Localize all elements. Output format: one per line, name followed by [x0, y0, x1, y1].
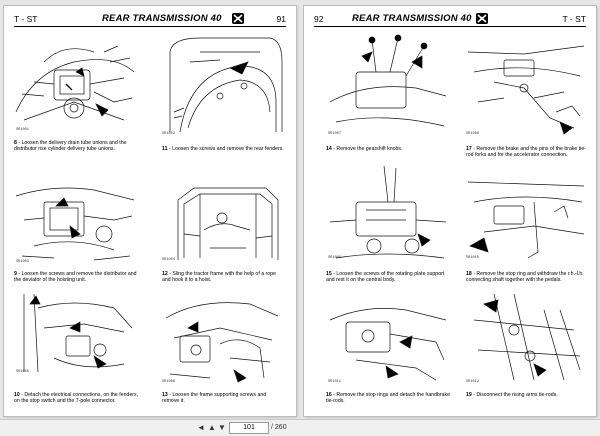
page-number: 92	[314, 14, 324, 24]
step-number: 16	[326, 392, 332, 398]
figure-illustration: SR1009	[326, 162, 450, 264]
figure-tag: SR1004	[162, 258, 175, 262]
step-number: 14	[326, 146, 332, 152]
step-text: - Loosen the screws and remove the distr…	[14, 271, 137, 284]
page-header: T - ST REAR TRANSMISSION 40 91	[14, 12, 286, 27]
page-up-button[interactable]: ▲	[208, 423, 216, 432]
page-title: REAR TRANSMISSION 40	[102, 13, 222, 24]
page-header: 92 REAR TRANSMISSION 40 T - ST	[314, 12, 586, 27]
figure-caption: 12 - Sling the tractor frame with the he…	[162, 271, 284, 284]
step-text: - Remove the gearshift knobs.	[331, 146, 403, 152]
step-number: 15	[326, 271, 332, 277]
figure-caption: 8 - Loosen the delivery drain tube union…	[14, 140, 138, 153]
figure-tag: SR1010	[466, 256, 479, 260]
step-text: - Remove the brake and the pins of the b…	[466, 146, 586, 159]
figure-illustration: SR1003	[14, 176, 138, 268]
step-text: - Loosen the screws and remove the rear …	[167, 146, 284, 152]
step-number: 19	[466, 392, 472, 398]
step-number: 9	[14, 271, 17, 277]
figure-tag: SR1005	[16, 370, 29, 374]
section-code: T - ST	[562, 14, 586, 24]
page-number: 91	[276, 14, 286, 24]
step-text: - Loosen the screws of the rotating plat…	[326, 271, 445, 284]
viewer-toolbar: ◄ ▲ ▼ 101 / 260	[0, 419, 600, 436]
step-number: 13	[162, 392, 168, 398]
page-separator: /	[271, 424, 273, 431]
figure-caption: 10 - Detach the electrical connections, …	[14, 392, 138, 405]
step-number: 12	[162, 271, 168, 277]
step-text: - Detach the electrical connections, on …	[14, 392, 139, 405]
figure-caption: 16 - Remove the stop rings and detach th…	[326, 392, 450, 405]
step-text: - Remove the stop ring and withdraw the …	[466, 271, 584, 284]
figure-illustration: SR1002	[160, 32, 284, 140]
figure-tag: SR1002	[162, 132, 175, 136]
figure-tag: SR1007	[328, 132, 341, 136]
figure-illustration: SR1010	[464, 162, 588, 264]
current-page-input[interactable]: 101	[229, 422, 269, 434]
figure-caption: 17 - Remove the brake and the pins of th…	[466, 146, 588, 159]
brand-logo-icon	[476, 13, 488, 24]
figure-tag: SR1003	[16, 260, 29, 264]
figure-caption: 14 - Remove the gearshift knobs.	[326, 146, 450, 152]
step-number: 18	[466, 271, 472, 277]
figure-illustration: SR1005	[14, 288, 138, 378]
figure-tag: SR1008	[466, 132, 479, 136]
figure-caption: 18 - Remove the stop ring and withdraw t…	[466, 271, 588, 284]
step-number: 17	[466, 146, 472, 152]
figure-caption: 19 - Disconnect the rising arms tie-rods…	[466, 392, 588, 398]
figure-tag: SR1006	[162, 380, 175, 384]
brand-logo-icon	[232, 13, 244, 24]
figure-tag: SR1009	[328, 256, 341, 260]
figure-illustration: SR1012	[464, 290, 588, 388]
figure-caption: 11 - Loosen the screws and remove the re…	[162, 146, 284, 152]
figure-tag: SR1001	[16, 128, 29, 132]
step-text: - Remove the stop rings and detach the h…	[326, 392, 451, 405]
figure-illustration: SR1008	[464, 32, 588, 140]
figure-illustration: SR1006	[160, 288, 284, 388]
figure-illustration: SR1011	[326, 290, 450, 388]
figure-illustration: SR1004	[160, 174, 284, 266]
step-number: 8	[14, 140, 17, 146]
step-number: 10	[14, 392, 20, 398]
step-text: - Loosen the delivery drain tube unions …	[14, 140, 127, 153]
previous-page-button[interactable]: ◄	[197, 423, 205, 432]
figure-caption: 13 - Loosen the frame supporting screws …	[162, 392, 284, 405]
figure-caption: 15 - Loosen the screws of the rotating p…	[326, 271, 450, 284]
left-page: T - ST REAR TRANSMISSION 40 91	[4, 6, 296, 416]
page-down-button[interactable]: ▼	[218, 423, 226, 432]
figure-illustration: SR1001	[14, 32, 138, 136]
total-pages-value: 260	[274, 424, 287, 431]
step-number: 11	[162, 146, 168, 152]
figure-illustration: SR1007	[326, 32, 450, 140]
step-text: - Loosen the frame supporting screws and…	[162, 392, 267, 405]
section-code: T - ST	[14, 14, 38, 24]
page-title: REAR TRANSMISSION 40	[352, 13, 472, 24]
step-text: - Disconnect the rising arms tie-rods.	[471, 392, 558, 398]
right-page: 92 REAR TRANSMISSION 40 T - ST SR1007 14…	[304, 6, 596, 416]
step-text: - Sling the tractor frame with the help …	[162, 271, 276, 284]
figure-tag: SR1012	[466, 380, 479, 384]
total-pages: / 260	[271, 422, 287, 434]
figure-caption: 9 - Loosen the screws and remove the dis…	[14, 271, 138, 284]
figure-tag: SR1011	[328, 380, 341, 384]
